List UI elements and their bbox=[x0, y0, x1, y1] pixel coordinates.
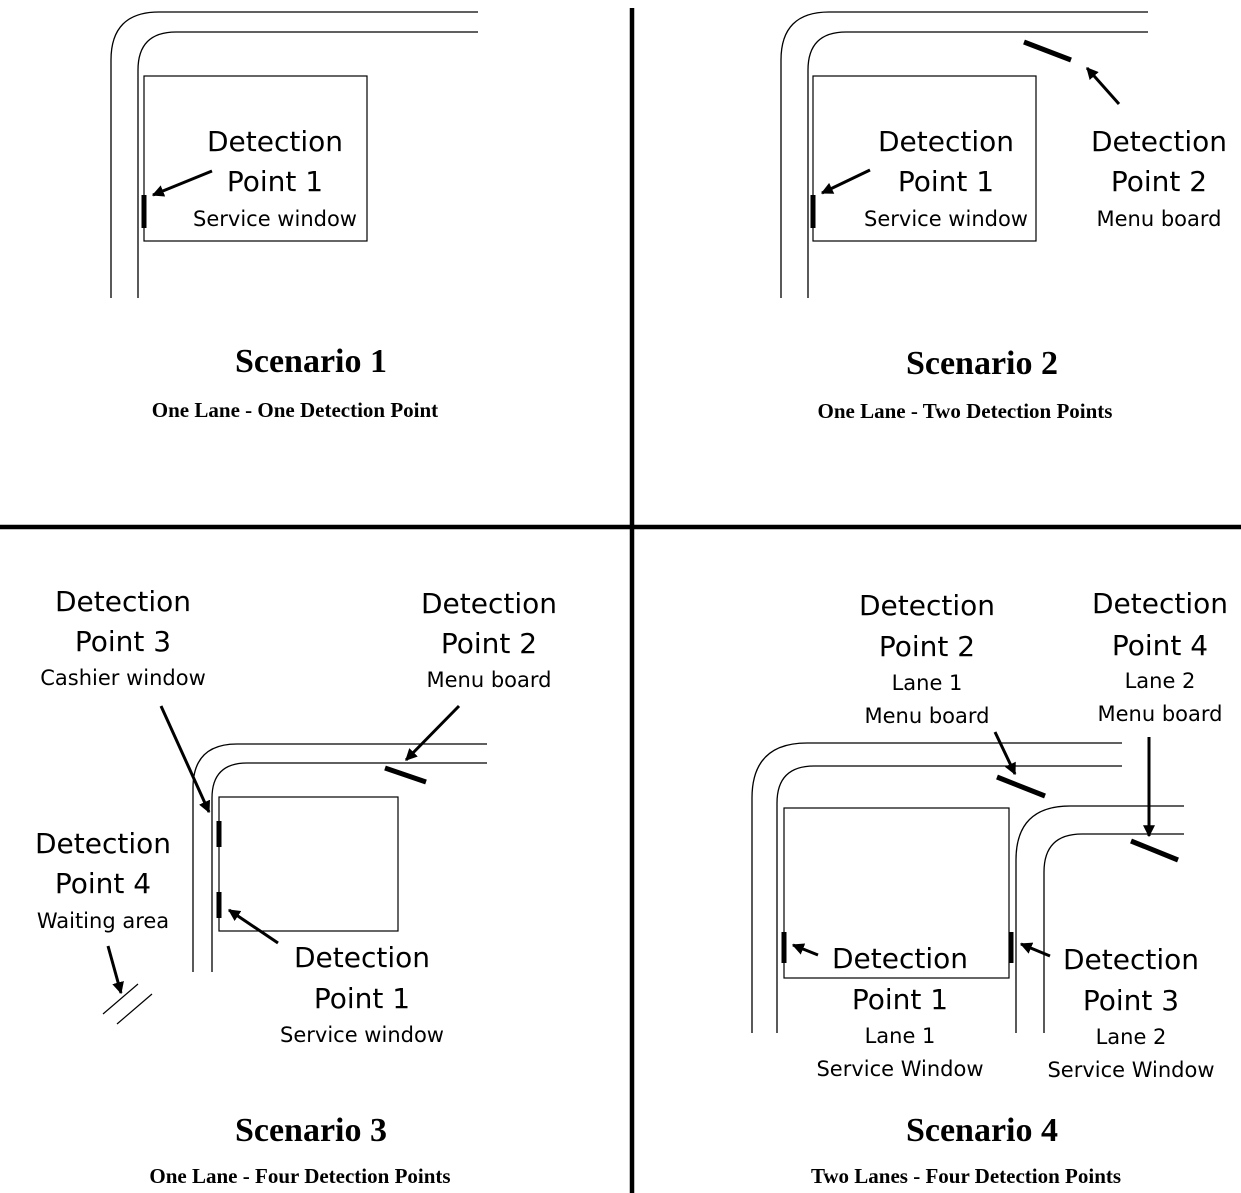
lane-outer-edge bbox=[780, 11, 1148, 298]
label-line1: Detection bbox=[832, 942, 968, 975]
label-detail: Menu board bbox=[1098, 702, 1223, 726]
label-line1: Detection bbox=[35, 827, 171, 860]
label-point-2: Detection Point 2 Menu board bbox=[1091, 125, 1227, 231]
label-detail: Service window bbox=[193, 207, 357, 231]
arrow-point-2 bbox=[993, 731, 1017, 776]
label-point-3: Detection Point 3 Lane 2 Service Window bbox=[1047, 943, 1214, 1082]
label-point-2: Detection Point 2 Menu board bbox=[421, 587, 557, 692]
arrow-point-1 bbox=[820, 168, 871, 195]
waiting-area-line-b bbox=[116, 993, 153, 1025]
scenario-subtitle: One Lane - Two Detection Points bbox=[818, 399, 1113, 423]
lane-inner-edge bbox=[807, 31, 1148, 298]
lane-1-inner-edge bbox=[776, 765, 1122, 1033]
building bbox=[143, 75, 368, 242]
label-line2: Point 3 bbox=[1083, 984, 1179, 1017]
label-line2: Point 3 bbox=[75, 625, 171, 658]
label-point-4: Detection Point 4 Waiting area bbox=[35, 827, 171, 933]
label-point-2: Detection Point 2 Lane 1 Menu board bbox=[859, 589, 995, 728]
scenario-subtitle: One Lane - Four Detection Points bbox=[149, 1164, 450, 1188]
label-line2: Point 1 bbox=[314, 982, 410, 1015]
label-line2: Point 4 bbox=[1112, 629, 1208, 662]
label-line1: Detection bbox=[1063, 943, 1199, 976]
lane-1-outer-edge bbox=[751, 742, 1122, 1033]
waiting-area-line-a bbox=[102, 983, 139, 1015]
label-line1: Detection bbox=[207, 125, 343, 158]
label-line1: Detection bbox=[859, 589, 995, 622]
sensor-point-2 bbox=[384, 765, 427, 785]
building bbox=[218, 796, 399, 932]
label-detail: Lane 1 bbox=[865, 1024, 936, 1048]
scenario-3: Detection Point 3 Cashier window Detecti… bbox=[35, 585, 557, 1188]
label-line2: Point 2 bbox=[1111, 165, 1207, 198]
label-detail: Lane 2 bbox=[1096, 1025, 1167, 1049]
label-line2: Point 4 bbox=[55, 867, 151, 900]
label-point-1: Detection Point 1 Service window bbox=[864, 125, 1028, 231]
label-line2: Point 2 bbox=[879, 630, 975, 663]
label-line1: Detection bbox=[294, 941, 430, 974]
building bbox=[783, 807, 1010, 979]
scenario-title: Scenario 1 bbox=[235, 343, 387, 380]
lane-inner-edge bbox=[137, 31, 478, 298]
arrow-point-1 bbox=[791, 943, 819, 957]
label-detail: Menu board bbox=[865, 704, 990, 728]
label-point-1: Detection Point 1 Service window bbox=[280, 941, 444, 1047]
label-detail: Lane 1 bbox=[892, 671, 963, 695]
lane-2-outer-edge bbox=[1015, 805, 1184, 1033]
label-line1: Detection bbox=[1091, 125, 1227, 158]
arrow-point-1 bbox=[151, 169, 213, 197]
label-line2: Point 1 bbox=[227, 165, 323, 198]
lane-inner-edge bbox=[211, 762, 487, 972]
label-point-3: Detection Point 3 Cashier window bbox=[40, 585, 206, 690]
scenario-subtitle: One Lane - One Detection Point bbox=[152, 398, 438, 422]
scenario-subtitle: Two Lanes - Four Detection Points bbox=[811, 1164, 1121, 1188]
label-point-4: Detection Point 4 Lane 2 Menu board bbox=[1092, 587, 1228, 726]
label-detail: Menu board bbox=[427, 668, 552, 692]
label-line2: Point 1 bbox=[852, 983, 948, 1016]
building bbox=[812, 75, 1037, 242]
arrow-point-3 bbox=[1019, 942, 1051, 958]
lane-2-inner-edge bbox=[1043, 833, 1184, 1033]
label-detail: Cashier window bbox=[40, 666, 206, 690]
scenario-title: Scenario 4 bbox=[906, 1112, 1058, 1149]
label-detail: Service window bbox=[864, 207, 1028, 231]
arrow-point-2 bbox=[1085, 67, 1121, 105]
label-line2: Point 1 bbox=[898, 165, 994, 198]
scenario-1: Detection Point 1 Service window Scenari… bbox=[110, 11, 478, 422]
label-detail: Service Window bbox=[816, 1057, 983, 1081]
scenario-2: Detection Point 1 Service window Detecti… bbox=[780, 11, 1227, 423]
label-point-1: Detection Point 1 Lane 1 Service Window bbox=[816, 942, 983, 1081]
sensor-point-4 bbox=[1130, 838, 1179, 863]
label-line2: Point 2 bbox=[441, 627, 537, 660]
label-detail: Lane 2 bbox=[1125, 669, 1196, 693]
scenario-title: Scenario 3 bbox=[235, 1112, 387, 1149]
label-point-1: Detection Point 1 Service window bbox=[193, 125, 357, 231]
lane-outer-edge bbox=[110, 11, 478, 298]
arrow-point-1 bbox=[228, 908, 279, 945]
arrow-point-2 bbox=[404, 704, 461, 762]
label-detail: Menu board bbox=[1097, 207, 1222, 231]
label-line1: Detection bbox=[55, 585, 191, 618]
scenario-title: Scenario 2 bbox=[906, 345, 1058, 382]
label-detail: Service window bbox=[280, 1023, 444, 1047]
label-line1: Detection bbox=[878, 125, 1014, 158]
label-line1: Detection bbox=[1092, 587, 1228, 620]
label-detail: Waiting area bbox=[37, 909, 169, 933]
arrow-point-3 bbox=[159, 705, 211, 814]
label-line1: Detection bbox=[421, 587, 557, 620]
scenario-4: Detection Point 2 Lane 1 Menu board Dete… bbox=[751, 587, 1228, 1188]
sensor-point-2 bbox=[996, 774, 1046, 799]
label-detail: Service Window bbox=[1047, 1058, 1214, 1082]
sensor-point-2 bbox=[1023, 39, 1072, 63]
arrow-point-4 bbox=[106, 945, 124, 995]
lane-outer-edge bbox=[192, 743, 487, 972]
